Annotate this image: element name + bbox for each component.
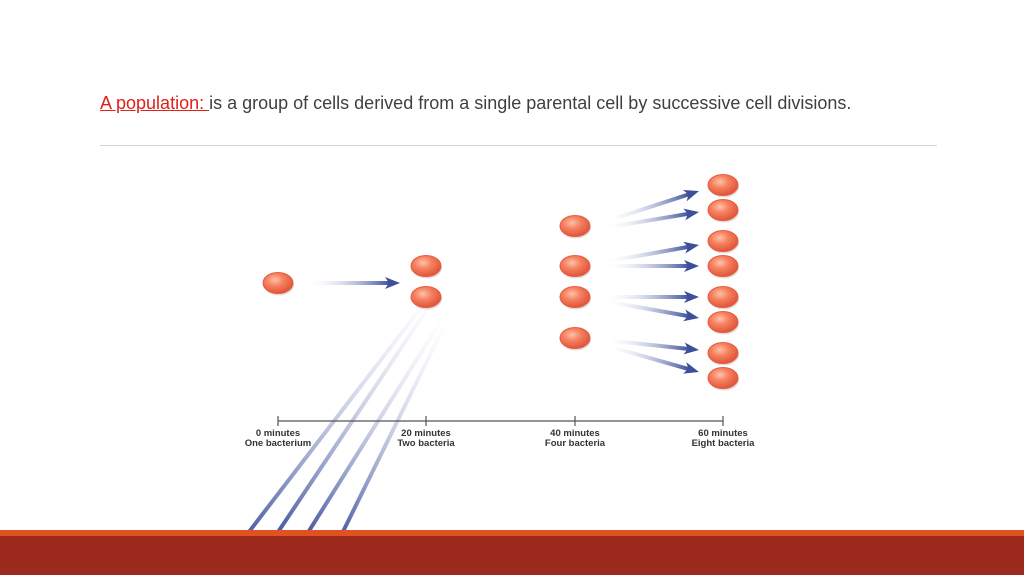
bacterium-cell <box>707 199 739 223</box>
timeline-time-label: 20 minutes <box>401 428 451 439</box>
definition-text: A population: is a group of cells derive… <box>100 93 851 114</box>
footer-bar <box>0 536 1024 575</box>
division-arrow <box>305 277 400 289</box>
division-arrow <box>297 295 458 550</box>
title-divider <box>100 145 937 146</box>
division-arrow <box>603 189 700 224</box>
division-arrow <box>603 299 700 322</box>
division-arrow <box>604 260 699 272</box>
timeline-count-label: Two bacteria <box>397 438 455 449</box>
timeline-time-label: 60 minutes <box>698 428 748 439</box>
bacterium-cell <box>262 272 294 296</box>
bacterium-cell <box>707 286 739 310</box>
bacterium-cell <box>707 174 739 198</box>
timeline-time-label: 40 minutes <box>550 428 600 439</box>
timeline-count-label: One bacterium <box>245 438 312 449</box>
footer-accent-stripe <box>0 530 1024 536</box>
bacterium-cell <box>707 311 739 335</box>
bacterium-cell <box>707 367 739 391</box>
bacterium-cell <box>559 327 591 351</box>
definition-term: A population: <box>100 93 210 113</box>
division-arrow <box>603 241 700 264</box>
division-arrows <box>231 189 700 555</box>
timeline-time-label: 0 minutes <box>256 428 300 439</box>
bacterium-cell <box>410 255 442 279</box>
bacterium-cell <box>559 215 591 239</box>
division-arrow <box>603 338 700 355</box>
bacterium-cell <box>559 286 591 310</box>
bacterium-cell <box>410 286 442 310</box>
division-arrow <box>603 343 699 374</box>
division-arrow <box>603 208 699 230</box>
timeline-count-label: Eight bacteria <box>692 438 756 449</box>
cells <box>262 174 739 391</box>
bacterium-cell <box>707 342 739 366</box>
definition-body: is a group of cells derived from a singl… <box>209 93 852 113</box>
bacterium-cell <box>707 255 739 279</box>
division-arrow <box>604 291 699 303</box>
timeline-count-label: Four bacteria <box>545 438 606 449</box>
bacterium-cell <box>559 255 591 279</box>
bacterium-cell <box>707 230 739 254</box>
